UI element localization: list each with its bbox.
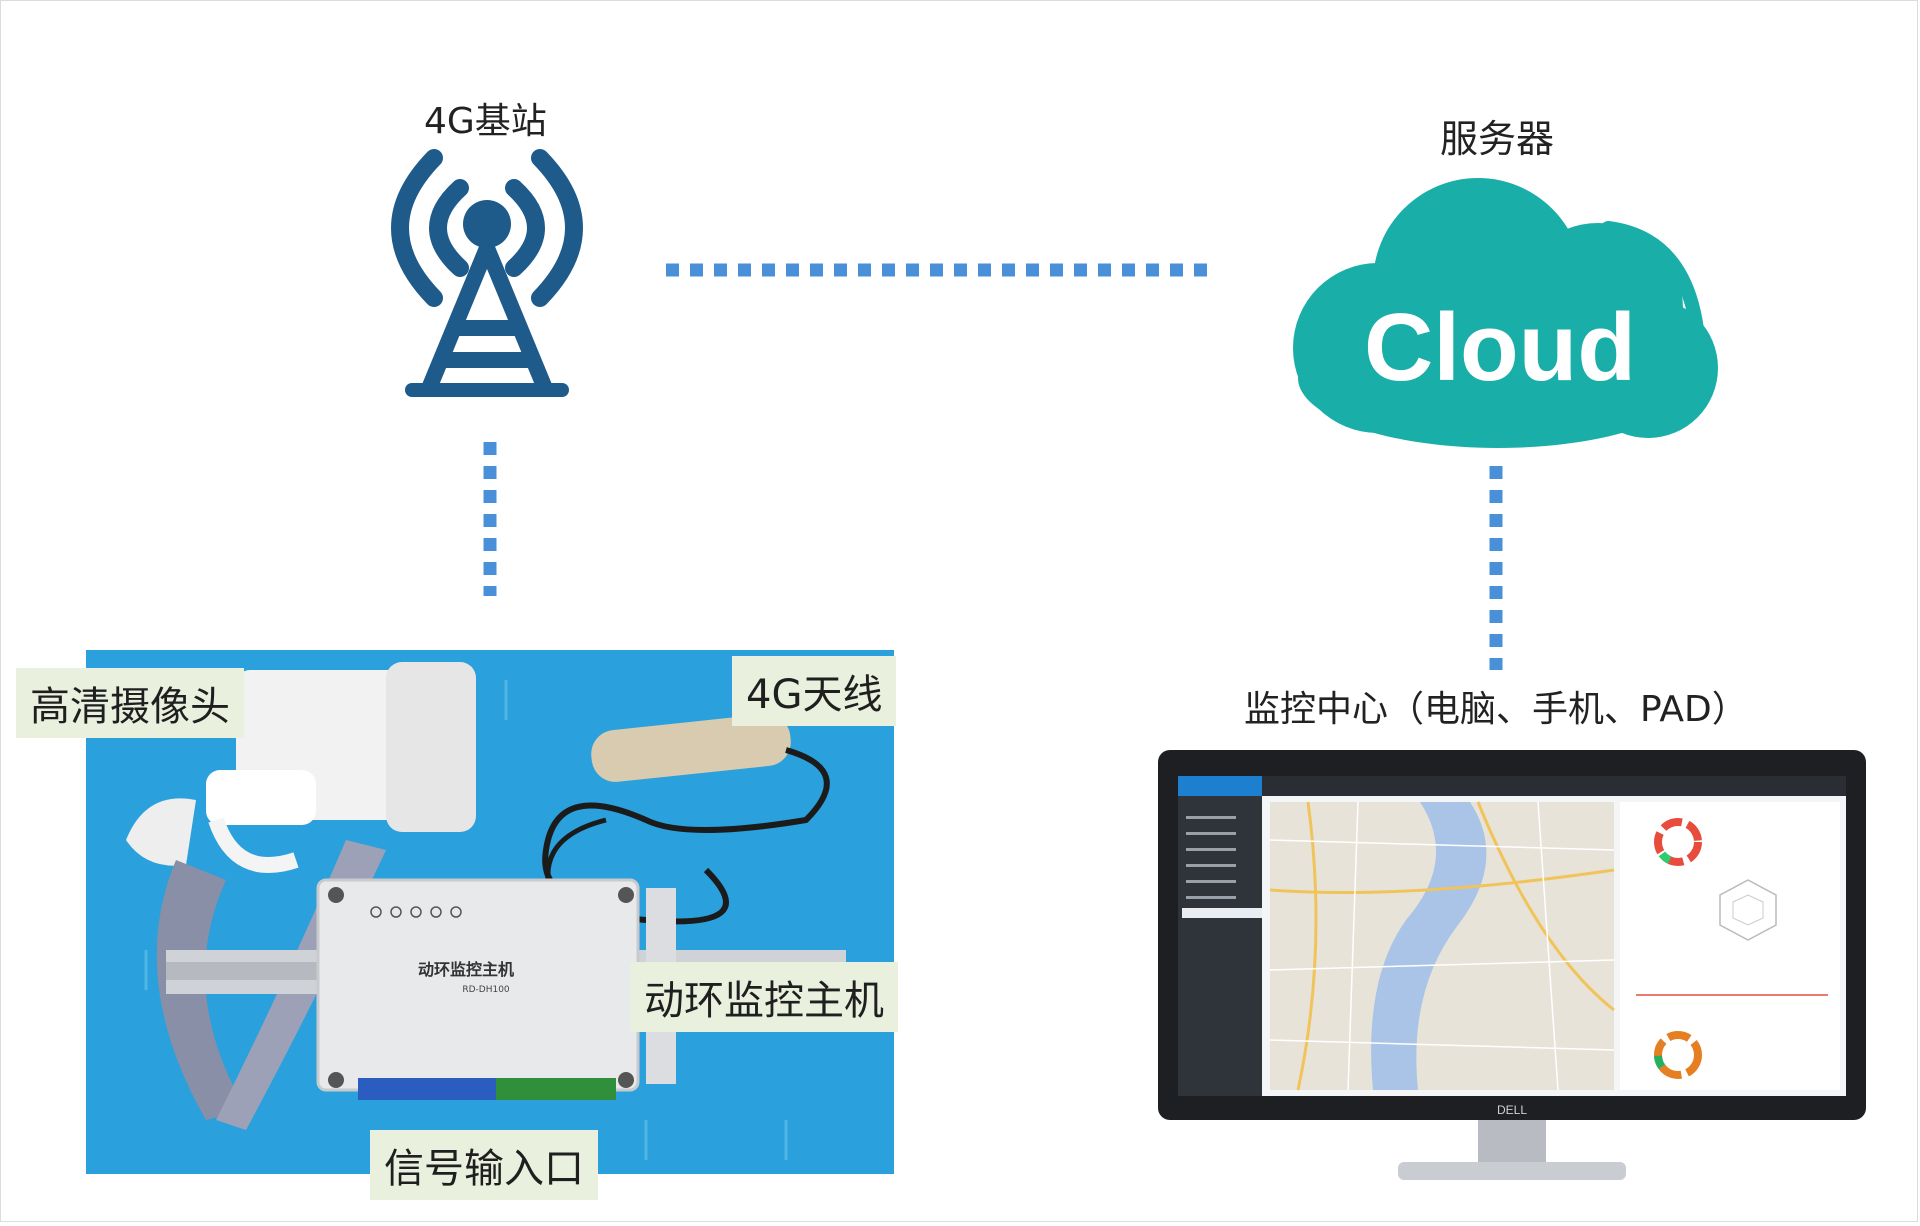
cloud-monitor-connector (1489, 466, 1503, 670)
server-label: 服务器 (1440, 117, 1555, 161)
tower-cloud-connector (666, 263, 1212, 277)
device-model: RD-DH100 (462, 985, 510, 995)
monitor-center-label: 监控中心（电脑、手机、PAD） (1244, 689, 1748, 730)
cell-tower-icon (391, 149, 583, 397)
tower-label: 4G基站 (424, 101, 547, 142)
host-tag: 动环监控主机 (630, 962, 898, 1032)
cloud-icon: Cloud (1293, 178, 1718, 448)
monitor-icon: DELL (1158, 750, 1866, 1180)
hardware-photo: 动环监控主机 RD-DH100 (86, 650, 894, 1174)
input-tag: 信号输入口 (370, 1130, 598, 1200)
monitor-brand: DELL (1497, 1103, 1527, 1117)
hardware-illustration: 动环监控主机 RD-DH100 (126, 662, 846, 1160)
camera-tag: 高清摄像头 (16, 668, 244, 738)
antenna-tag: 4G天线 (732, 656, 897, 726)
tower-device-connector (483, 442, 497, 596)
device-name: 动环监控主机 (418, 960, 514, 979)
cloud-text: Cloud (1364, 294, 1636, 401)
